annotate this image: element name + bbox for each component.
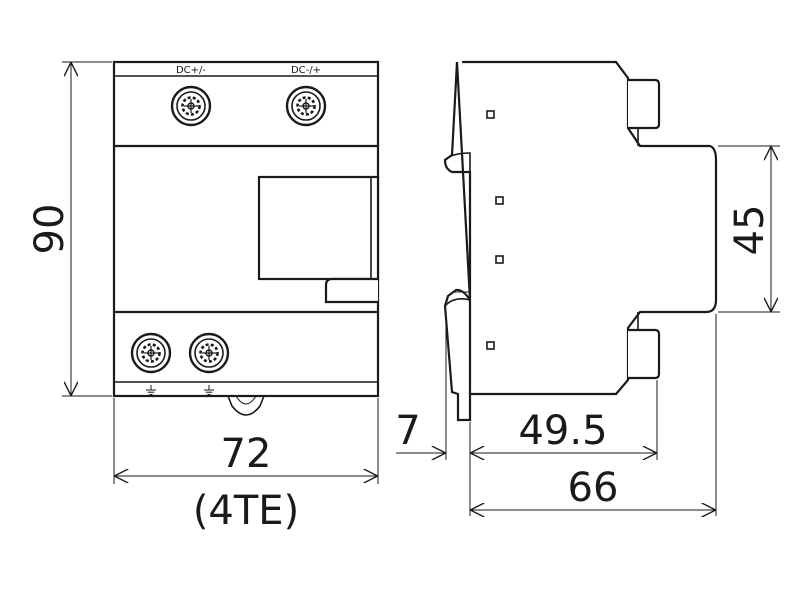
crosshead-screw-icon <box>130 332 172 374</box>
earth-ground-icon <box>204 385 214 395</box>
width-units-dimension: (4TE) <box>193 488 299 534</box>
crosshead-screw-icon <box>170 85 212 127</box>
release-tab <box>324 277 378 304</box>
rail-offset-dimension: 7 <box>395 408 420 454</box>
front-depth-dimension: 49.5 <box>518 408 607 454</box>
side-view <box>443 60 718 422</box>
side-housing <box>443 60 718 422</box>
upper-tab <box>628 78 661 130</box>
terminal-label-dc-minus-plus: DC-/+ <box>291 65 321 76</box>
front-dimensions: 90 72 (4TE) <box>27 61 379 534</box>
total-depth-dimension: 66 <box>568 465 619 511</box>
upper-height-dimension: 45 <box>727 205 773 256</box>
crosshead-screw-icon <box>285 85 327 127</box>
front-view: DC+/- DC-/+ <box>112 60 380 416</box>
side-dimensions: 45 7 49.5 66 <box>395 145 780 516</box>
height-dimension: 90 <box>27 204 73 255</box>
lower-tab <box>628 328 661 380</box>
din-clip <box>227 395 265 416</box>
crosshead-screw-icon <box>188 332 230 374</box>
earth-ground-icon <box>146 385 156 395</box>
terminal-label-dc-plus-minus: DC+/- <box>176 65 206 76</box>
status-window <box>257 175 380 281</box>
width-dimension: 72 <box>221 431 272 477</box>
